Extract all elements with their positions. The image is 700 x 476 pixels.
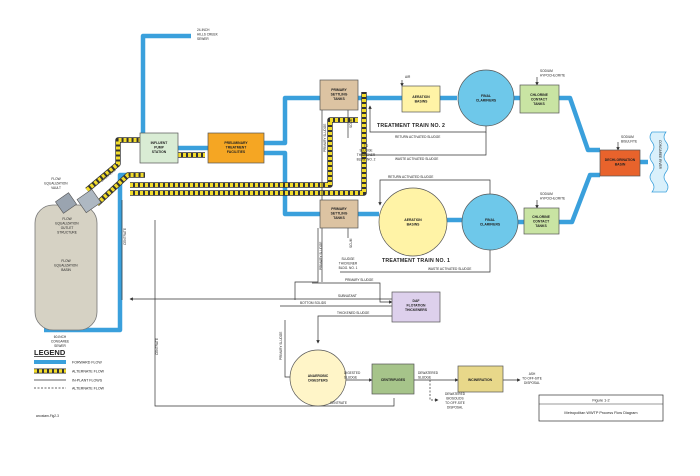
anaerobic-digesters xyxy=(289,349,347,407)
chlorine-contact-tanks-1 xyxy=(523,207,560,235)
preliminary-treatment xyxy=(207,132,265,164)
figure-title: Metropolitan WWTP Process Flow Diagram xyxy=(564,411,637,415)
label-waste-sludge-2: WASTE ACTIVATED SLUDGE xyxy=(395,157,438,161)
label-primary-sludge-v3: PRIMARY SLUDGE xyxy=(279,332,283,360)
label-primary-sludge-v1: PRIMARY SLUDGE xyxy=(319,242,323,270)
line-thickened-sludge xyxy=(316,315,392,344)
label-incineration: INCINERATION xyxy=(468,378,493,382)
legend: LEGEND FORWARD FLOW ALTERNATE FLOW IN-PL… xyxy=(34,348,105,418)
label-return-sludge-2: RETURN ACTIVATED SLUDGE xyxy=(395,135,440,139)
pipe-creek-to-pump xyxy=(140,33,191,140)
label-river: CONGAREE RIVER xyxy=(658,140,662,170)
legend-alternate2-label: ALTERNATE FLOW xyxy=(72,387,105,391)
label-return-sludge-1: RETURN ACTIVATED SLUDGE xyxy=(388,175,433,179)
alt-pipe-vault-2 xyxy=(85,138,140,192)
label-air: AIR xyxy=(405,75,411,79)
figure-number: Figure 1-2 xyxy=(592,399,609,403)
label-primary-sludge-h: PRIMARY SLUDGE xyxy=(345,278,373,282)
congaree-river xyxy=(649,131,669,193)
chlorine-contact-tanks-2 xyxy=(519,84,560,114)
alt-pipe-vault-1 xyxy=(95,173,145,206)
pipe-chlorine1-to-dechlor xyxy=(559,172,600,225)
primary-settling-tanks-1 xyxy=(319,199,359,229)
influent-pump-station xyxy=(139,132,179,164)
label-centrate-v: CENTRATE xyxy=(123,228,127,245)
legend-title: LEGEND xyxy=(34,348,66,357)
alt-pipe-bypass-2 xyxy=(130,92,366,195)
label-bottom-solids: BOTTOM SOLIDS xyxy=(300,301,326,305)
primary-settling-tanks-2 xyxy=(319,79,359,111)
dechlorination-basin xyxy=(599,149,641,177)
label-primary-sludge-v2: PRIMARY SLUDGE xyxy=(323,124,327,152)
label-scum-1: SCUM xyxy=(349,238,353,248)
aeration-basins-1 xyxy=(378,187,448,257)
pipe-chlorine2-to-dechlor xyxy=(559,95,600,153)
label-centrate-left: CENTRATE xyxy=(155,338,159,355)
legend-forward-label: FORWARD FLOW xyxy=(72,361,102,365)
legend-in-plant-label: IN-PLANT FLOWS xyxy=(72,379,103,383)
aeration-basins-2 xyxy=(401,85,441,113)
label-waste-sludge-1: WASTE ACTIVATED SLUDGE xyxy=(428,267,471,271)
label-thickened-sludge: THICKENED SLUDGE xyxy=(337,311,369,315)
final-clarifiers-1 xyxy=(461,193,519,251)
label-subnatant: SUBNATANT xyxy=(338,294,357,298)
label-centrate-bottom: CENTRATE xyxy=(330,401,347,405)
incineration xyxy=(457,365,504,393)
line-waste-sludge-2 xyxy=(362,132,487,156)
centrifuges xyxy=(371,363,415,395)
line-primary-sludge-h xyxy=(312,282,393,304)
label-centrifuges: CENTRIFUGES xyxy=(381,378,406,382)
in-plant-flow-lines xyxy=(121,77,620,407)
flow-equalization-vault xyxy=(55,192,77,214)
label-train2: TREATMENT TRAIN NO. 2 xyxy=(377,123,445,129)
pipe-prelim-to-primary2 xyxy=(264,95,320,146)
flow-equalization-outlet-structure xyxy=(76,188,102,214)
line-centrate-bottom xyxy=(154,220,395,407)
line-primary-sludge-1 xyxy=(294,228,319,300)
daf-flotation-thickeners xyxy=(391,291,441,323)
final-clarifiers-2 xyxy=(457,69,515,127)
alt-pipe-bypass-1 xyxy=(130,118,358,187)
line-biosolids-alternate xyxy=(429,380,439,402)
line-return-sludge-1 xyxy=(378,179,491,206)
line-waste-sludge-1 xyxy=(340,240,491,273)
legend-alternate-label: ALTERNATE FLOW xyxy=(72,370,105,374)
file-reference: woostam-Fig2-3 xyxy=(36,414,59,418)
label-train1: TREATMENT TRAIN NO. 1 xyxy=(382,258,450,264)
alternate-flow-pipes xyxy=(85,92,367,206)
figure-title-block: Figure 1-2 Metropolitan WWTP Process Flo… xyxy=(538,394,664,422)
label-scum-2: SCUM xyxy=(349,118,353,128)
